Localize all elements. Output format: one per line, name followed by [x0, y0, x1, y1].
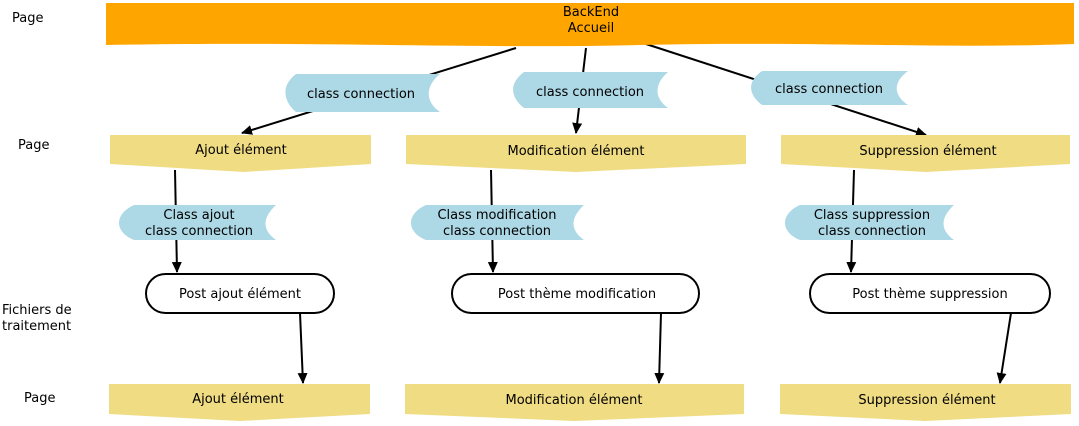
- result-page-suppression-label: Suppression élément: [858, 393, 995, 408]
- process-modification-label: Post thème modification: [498, 287, 656, 302]
- connection-left-label: class connection: [307, 87, 415, 102]
- process-ajout-label: Post ajout élément: [179, 287, 301, 302]
- class-ajout: Class ajout class connection: [119, 205, 276, 240]
- page-ajout: Ajout élément: [110, 135, 371, 172]
- class-modification-line1: Class modification: [437, 208, 556, 223]
- class-ajout-line1: Class ajout: [163, 208, 234, 223]
- result-page-modification: Modification élément: [405, 384, 744, 421]
- class-suppression-line1: Class suppression: [814, 208, 930, 223]
- row-label-page-2: Page: [18, 138, 49, 153]
- process-modification: Post thème modification: [451, 273, 700, 314]
- page-suppression-label: Suppression élément: [859, 144, 996, 159]
- class-modification: Class modification class connection: [411, 205, 584, 240]
- class-ajout-line2: class connection: [145, 224, 253, 239]
- connection-right: class connection: [751, 71, 908, 105]
- page-modification: Modification élément: [406, 135, 746, 172]
- arrow-post-suppression-to-result: [996, 312, 1012, 384]
- page-suppression: Suppression élément: [781, 135, 1070, 172]
- class-modification-line2: class connection: [443, 224, 551, 239]
- row-label-page-1: Page: [12, 11, 43, 26]
- row-label-processing-line1: Fichiers de: [2, 303, 72, 318]
- process-suppression-label: Post thème suppression: [852, 287, 1007, 302]
- connection-center: class connection: [513, 72, 668, 108]
- page-modification-label: Modification élément: [508, 144, 645, 159]
- process-ajout: Post ajout élément: [145, 273, 335, 314]
- connection-center-label: class connection: [536, 85, 644, 100]
- row-label-processing-line2: traitement: [2, 319, 71, 334]
- header-line1: BackEnd: [563, 5, 619, 20]
- arrow-post-ajout-to-result: [297, 312, 308, 384]
- connection-left: class connection: [285, 74, 440, 112]
- result-page-ajout: Ajout élément: [109, 384, 370, 421]
- header-banner: BackEnd Accueil: [106, 3, 1074, 47]
- class-suppression: Class suppression class connection: [785, 205, 954, 240]
- process-suppression: Post thème suppression: [809, 273, 1051, 314]
- result-page-suppression: Suppression élément: [780, 384, 1071, 421]
- connection-right-label: class connection: [775, 82, 883, 97]
- header-line2: Accueil: [568, 21, 614, 36]
- result-page-modification-label: Modification élément: [506, 393, 643, 408]
- arrow-post-modification-to-result: [654, 312, 665, 384]
- result-page-ajout-label: Ajout élément: [192, 392, 284, 407]
- page-ajout-label: Ajout élément: [195, 143, 287, 158]
- class-suppression-line2: class connection: [818, 224, 926, 239]
- row-label-page-3: Page: [24, 391, 55, 406]
